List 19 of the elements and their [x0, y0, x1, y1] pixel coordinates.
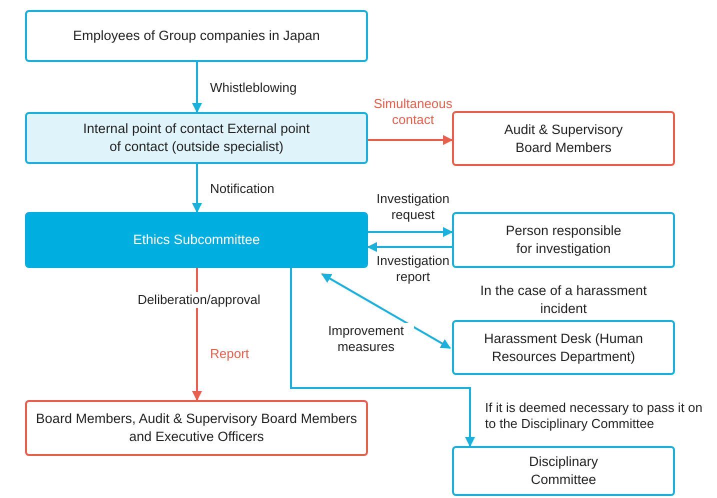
process-box: Person responsible for investigation	[452, 212, 675, 268]
process-box: Disciplinary Committee	[452, 446, 675, 496]
arrow	[192, 164, 202, 213]
arrow	[368, 135, 453, 145]
committee-box: Ethics Subcommittee	[25, 212, 368, 268]
process-box: Employees of Group companies in Japan	[25, 10, 368, 62]
edge-label: Report	[208, 346, 252, 362]
process-box: Board Members, Audit & Supervisory Board Members and Executive Officers	[25, 400, 368, 456]
node-caption: In the case of a harassment incident	[479, 282, 648, 318]
arrow	[368, 227, 453, 237]
process-box: Audit & Supervisory Board Members	[452, 111, 675, 166]
process-box: Internal point of contact External point of contact (outside specialist)	[25, 112, 368, 164]
arrow	[192, 268, 202, 401]
arrow	[367, 242, 452, 252]
process-box: Harassment Desk (Human Resources Department)	[452, 320, 675, 375]
edge-label: Whistleblowing	[208, 80, 299, 96]
arrow	[192, 62, 202, 113]
arrow	[321, 273, 451, 349]
arrow	[290, 268, 475, 447]
